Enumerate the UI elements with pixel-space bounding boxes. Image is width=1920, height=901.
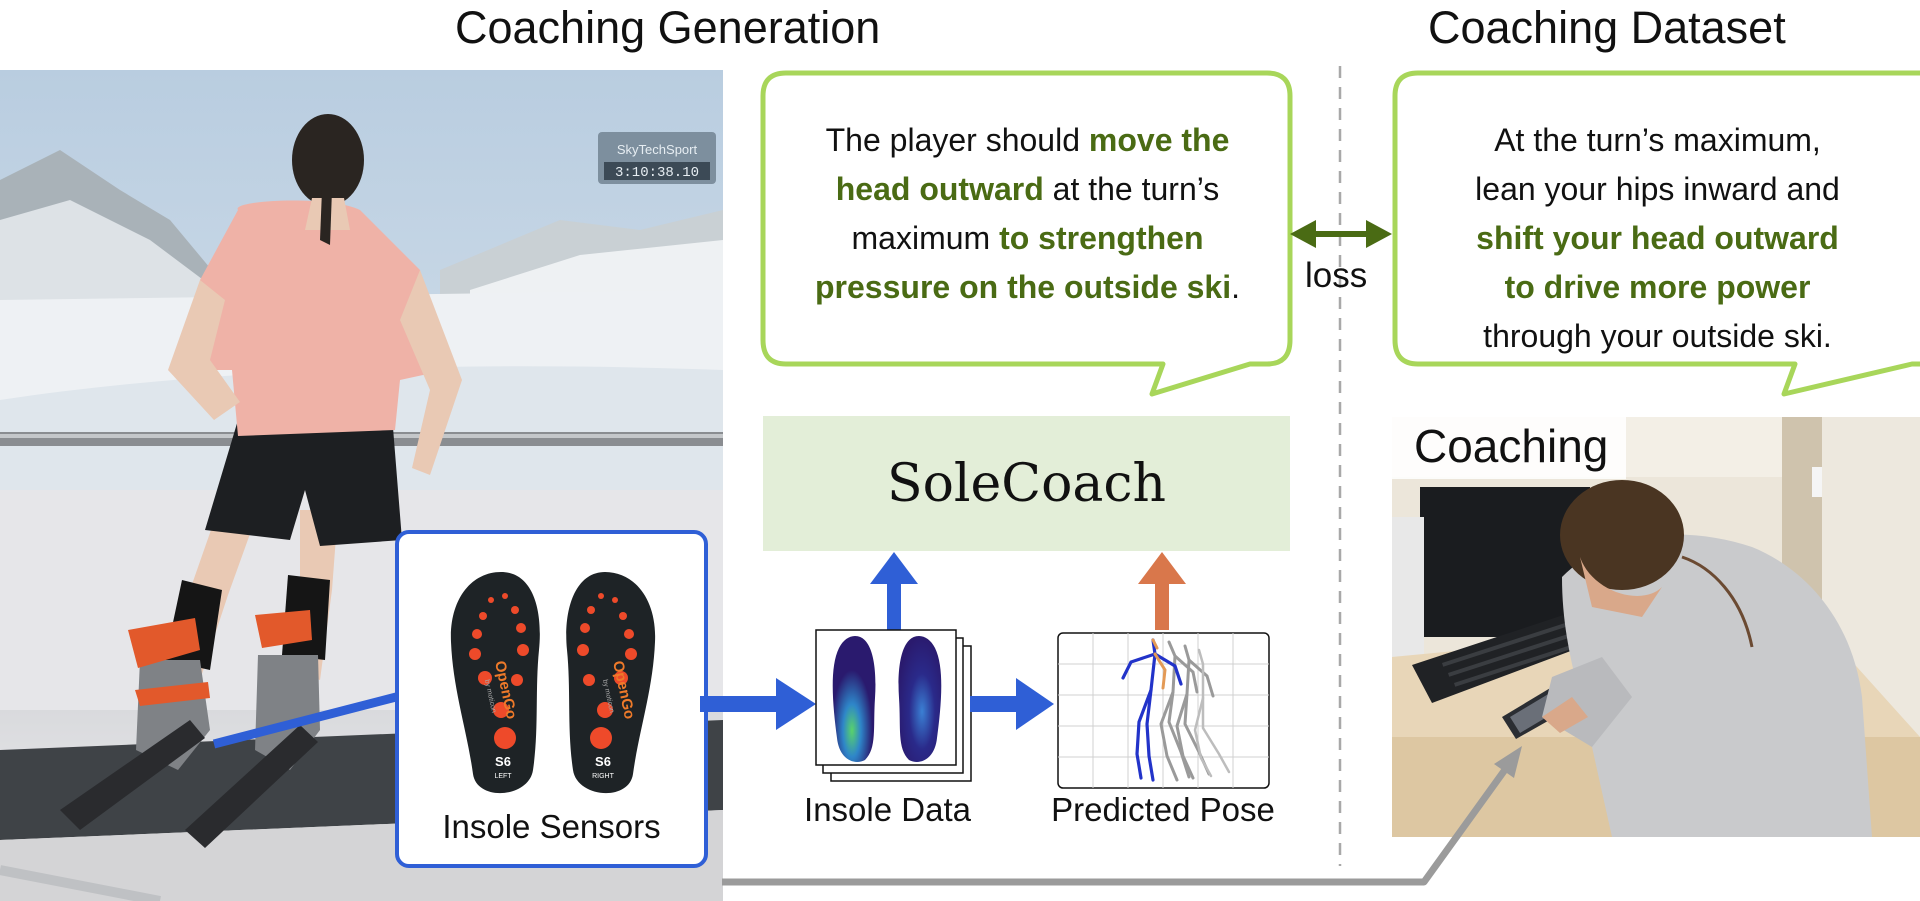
solecoach-model-box: SoleCoach bbox=[763, 416, 1290, 551]
coaching-photo: Coaching bbox=[1392, 417, 1920, 837]
predicted-pose-caption: Predicted Pose bbox=[1051, 791, 1275, 828]
dataset-text-plain: At the turn’s maximum, bbox=[1494, 122, 1821, 158]
scoreboard-brand: SkyTechSport bbox=[617, 142, 698, 157]
pose-to-model-arrow bbox=[1138, 552, 1186, 630]
left-insole-model: S6 bbox=[495, 754, 511, 769]
dataset-text-bold: shift your head outward bbox=[1476, 220, 1839, 256]
predicted-pose-plot bbox=[1057, 632, 1270, 789]
dataset-bubble-shape bbox=[1392, 70, 1920, 397]
dataset-text-plain: through your outside ski. bbox=[1483, 318, 1832, 354]
dataset-coaching-text: At the turn’s maximum, lean your hips in… bbox=[1405, 116, 1910, 361]
generated-text-plain: at the turn’s bbox=[1043, 171, 1220, 207]
coaching-generation-title: Coaching Generation bbox=[455, 2, 881, 53]
left-insole-side: LEFT bbox=[494, 773, 512, 780]
right-insole-model: S6 bbox=[595, 754, 611, 769]
generated-text-bold: head outward bbox=[835, 171, 1044, 207]
foot-connector-line bbox=[212, 691, 402, 749]
insole-sensors-image: OpenGo by moticon OpenGo by moticon S6 L… bbox=[450, 572, 656, 794]
loss-label: loss bbox=[1305, 256, 1368, 295]
generated-text-plain: The player should bbox=[825, 122, 1089, 158]
sensors-to-data-arrow bbox=[700, 678, 816, 730]
right-insole-side: RIGHT bbox=[592, 773, 615, 780]
insole-sensors-box: OpenGo by moticon OpenGo by moticon S6 L… bbox=[395, 530, 708, 868]
dataset-text-plain: lean your hips inward and bbox=[1475, 171, 1840, 207]
loss-double-arrow bbox=[1290, 220, 1392, 248]
generated-text-bold: move the bbox=[1088, 122, 1230, 158]
insole-data-heatmap bbox=[815, 629, 972, 782]
generated-text-plain: . bbox=[1231, 269, 1240, 305]
insole-to-model-arrow bbox=[870, 552, 918, 630]
predicted-pose-panel bbox=[1057, 632, 1270, 789]
coaching-dataset-title: Coaching Dataset bbox=[1428, 2, 1786, 53]
generated-text-bold: pressure on the outside ski bbox=[815, 269, 1232, 305]
dataset-return-arrow bbox=[722, 746, 1522, 886]
generated-coaching-text: The player should move the head outward … bbox=[775, 116, 1280, 312]
section-divider bbox=[1338, 66, 1342, 866]
scoreboard-timer: 3:10:38.10 bbox=[615, 165, 699, 181]
generated-text-plain: maximum bbox=[851, 220, 1000, 256]
dataset-text-bold: to drive more power bbox=[1504, 269, 1811, 305]
insole-data-caption: Insole Data bbox=[804, 791, 971, 828]
data-to-pose-arrow bbox=[970, 678, 1054, 730]
generated-text-bold: to strengthen bbox=[999, 220, 1204, 256]
insole-data-stack bbox=[815, 628, 975, 785]
generated-bubble-shape bbox=[760, 70, 1293, 397]
coaching-photo-label: Coaching bbox=[1392, 417, 1627, 479]
insole-sensors-caption: Insole Sensors bbox=[442, 808, 661, 845]
